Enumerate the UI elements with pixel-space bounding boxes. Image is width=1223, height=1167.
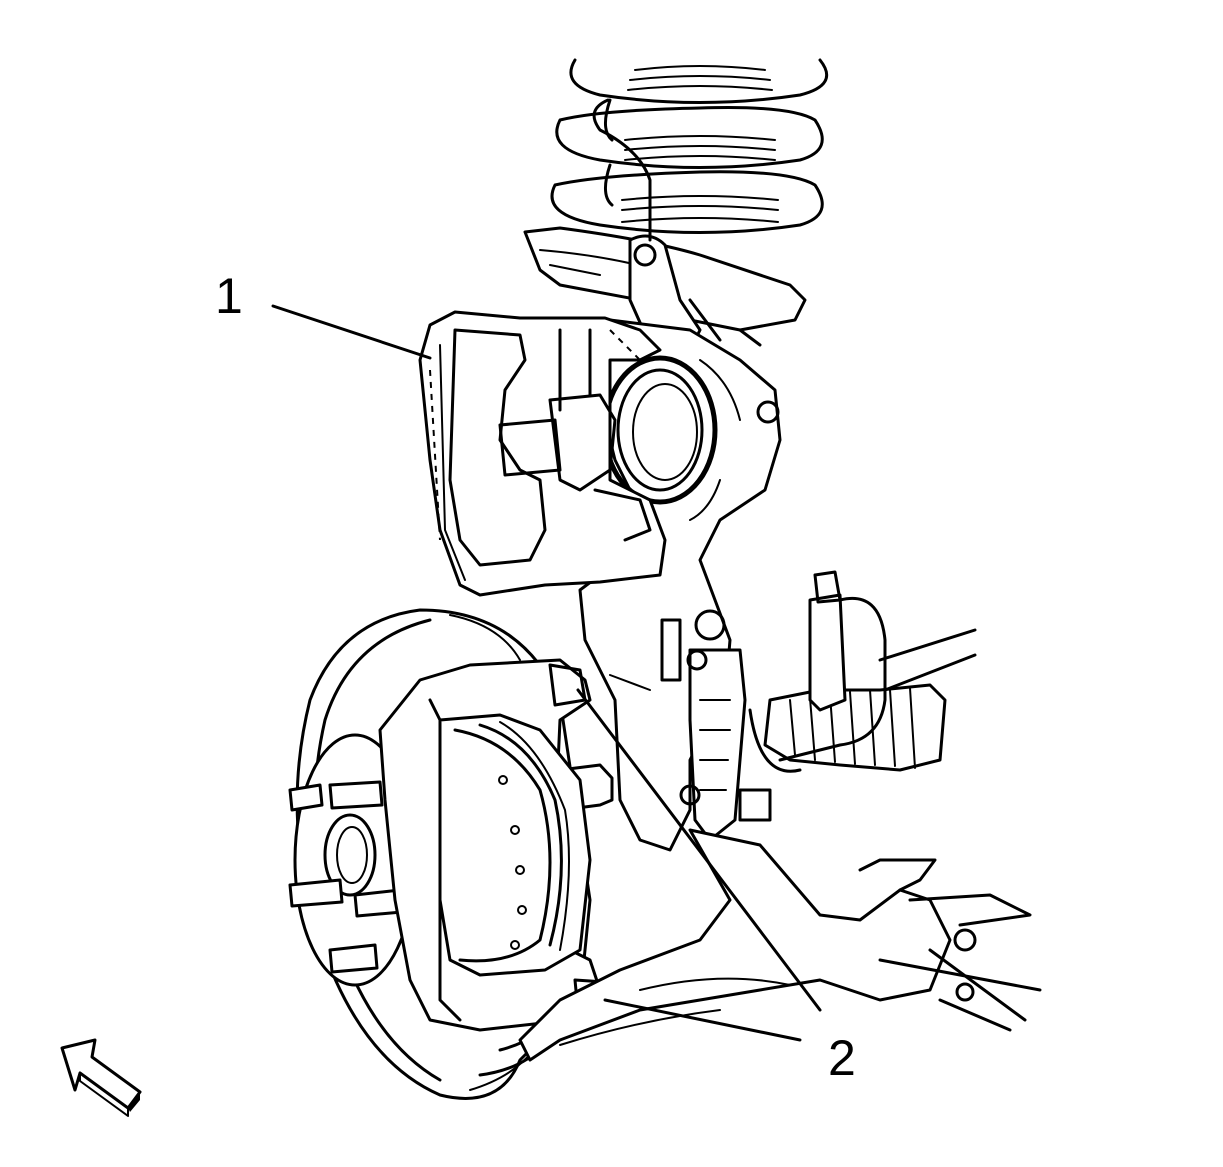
callout-label-2: 2 [828,1030,856,1086]
tie-rod [748,570,977,773]
wheel-studs [288,780,404,974]
view-direction-arrow-icon [60,1038,142,1117]
leader-line-2a [576,688,822,1012]
strut-mount [523,98,807,352]
leader-lines [271,304,822,1042]
stabilizer-link [679,648,772,842]
coil-spring [550,58,829,234]
brake-pads [438,713,592,977]
leader-line-2b [603,998,802,1042]
callout-label-1: 1 [215,268,243,324]
lower-control-arm [518,828,1042,1062]
leader-line-1 [271,304,432,360]
brake-caliper [418,310,667,597]
